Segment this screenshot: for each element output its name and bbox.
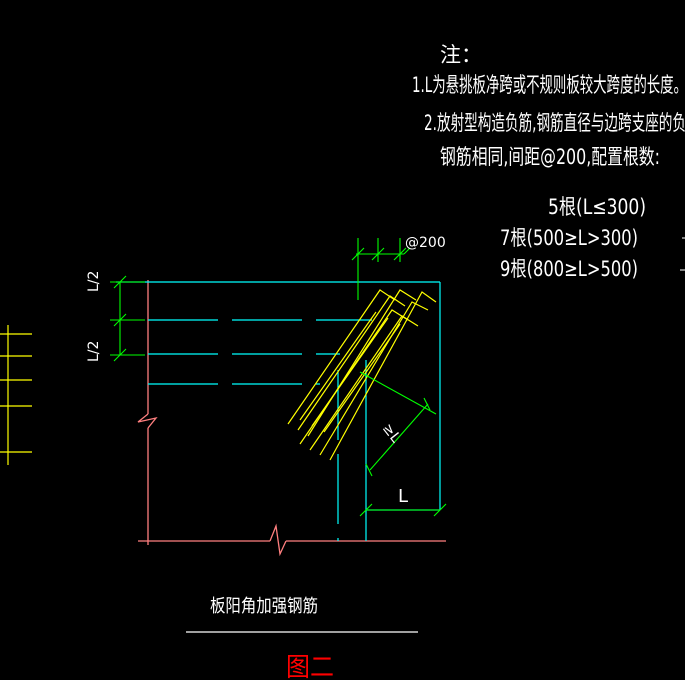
figure-label: 图二 xyxy=(286,653,334,680)
length-label: L xyxy=(398,486,408,507)
cyan-dashed-bars xyxy=(148,319,372,541)
radial-rebars xyxy=(287,289,437,461)
notes-heading: 注： xyxy=(440,43,482,67)
half-length-label-top: L/2 xyxy=(86,271,102,292)
half-length-label-bottom: L/2 xyxy=(86,341,102,362)
note-line-1: 1.L为悬挑板净跨或不规则板较大跨度的长度。 xyxy=(412,73,685,97)
bar-count-row-1: 5根(L≤300) xyxy=(548,195,646,219)
drawing-title: 板阳角加强钢筋 xyxy=(210,596,318,617)
left-rebar-fragment xyxy=(0,325,32,465)
bar-count-row-3: 9根(800≥L>500) xyxy=(500,257,638,281)
spacing-label: @200 xyxy=(405,235,446,251)
slab-edge xyxy=(137,280,446,557)
bar-count-row-2: 7根(500≥L>300) xyxy=(500,226,638,250)
notes-block: 注： 1.L为悬挑板净跨或不规则板较大跨度的长度。 2.放射型构造负筋,钢筋直径… xyxy=(412,43,685,169)
bar-count-table: 5根(L≤300) 7根(500≥L>300) 9根(800≥L>500) xyxy=(500,195,685,281)
dimension-lines xyxy=(110,238,447,517)
min-length-label: ≥L xyxy=(379,421,404,446)
note-line-2: 2.放射型构造负筋,钢筋直径与边跨支座的负 xyxy=(424,111,685,135)
note-line-3: 钢筋相同,间距@200,配置根数: xyxy=(440,145,660,169)
cyan-outline xyxy=(116,281,441,541)
